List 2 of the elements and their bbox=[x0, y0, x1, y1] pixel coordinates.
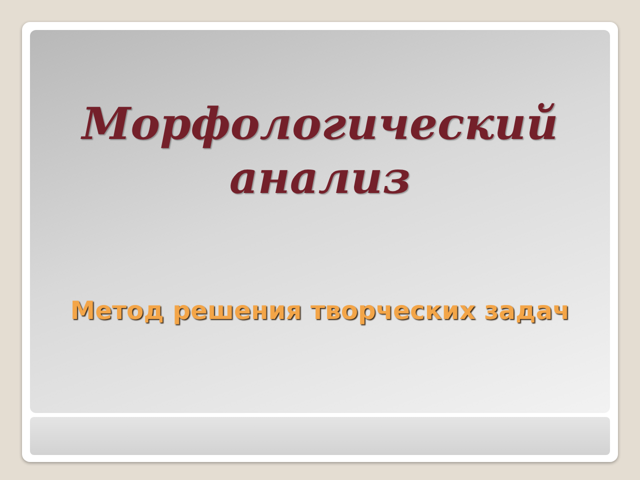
slide-subtitle: Метод решения творческих задач bbox=[70, 295, 570, 327]
slide-title: Морфологический анализ bbox=[80, 98, 560, 206]
